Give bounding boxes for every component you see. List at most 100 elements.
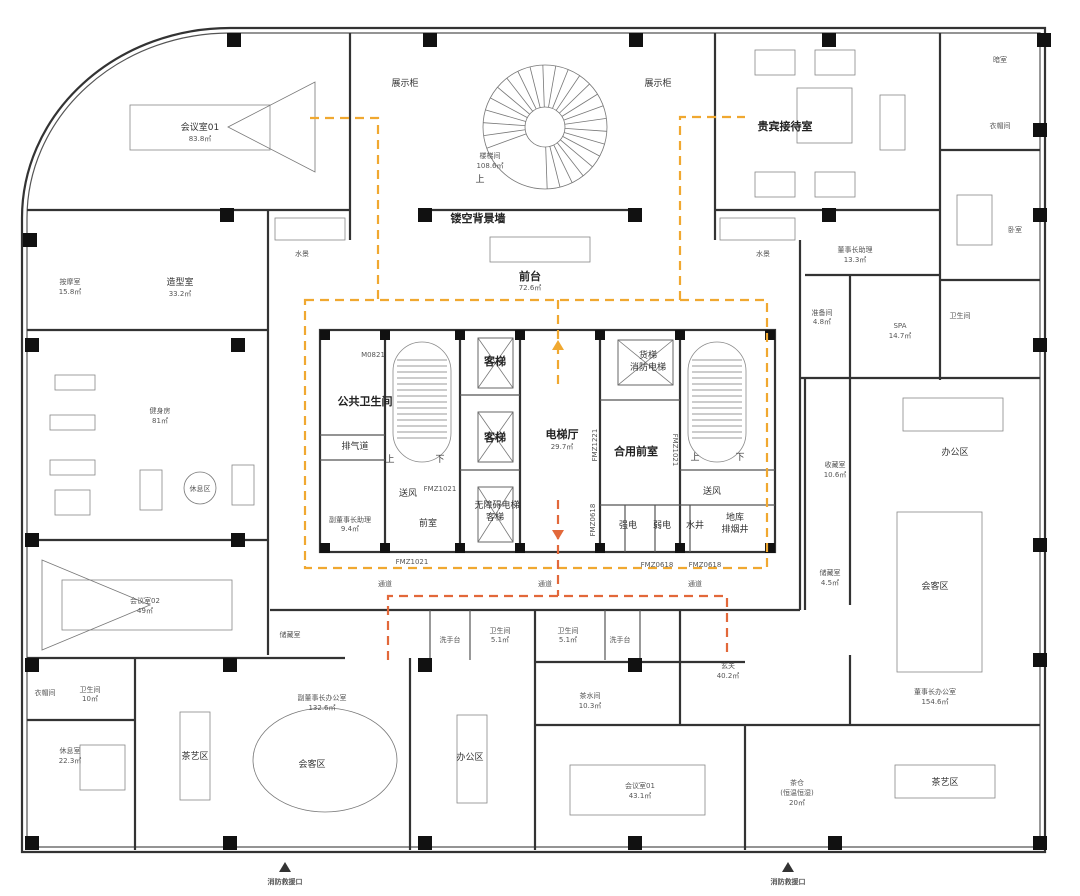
spiral-tread bbox=[490, 97, 528, 118]
room-area: 43.1㎡ bbox=[629, 792, 652, 800]
column bbox=[628, 836, 642, 850]
column bbox=[1033, 338, 1047, 352]
column bbox=[822, 33, 836, 47]
room-label: 展示柜 bbox=[391, 77, 418, 89]
core-label: 送风 bbox=[399, 487, 417, 499]
room-label: 储藏室 bbox=[280, 630, 301, 639]
column bbox=[220, 208, 234, 222]
spiral-staircase bbox=[482, 64, 608, 190]
room-label: 休息区 bbox=[190, 484, 211, 493]
corridor-label: 通道 bbox=[378, 579, 392, 588]
room-area: 10.6㎡ bbox=[824, 471, 847, 479]
column bbox=[1033, 538, 1047, 552]
room-area: 132.6㎡ bbox=[308, 704, 335, 712]
core-label: 送风 bbox=[703, 485, 721, 497]
column bbox=[418, 658, 432, 672]
spiral-tread bbox=[497, 86, 530, 115]
room-label: 洗手台 bbox=[610, 635, 631, 644]
column bbox=[628, 658, 642, 672]
spiral-tread bbox=[542, 65, 545, 108]
column bbox=[418, 836, 432, 850]
spiral-tread bbox=[549, 146, 561, 188]
core-area: 9.4㎡ bbox=[341, 525, 359, 533]
column bbox=[418, 208, 432, 222]
core-label: 强电 bbox=[619, 519, 637, 531]
spiral-tread bbox=[564, 132, 605, 145]
room-label: 衣帽间 bbox=[35, 688, 56, 697]
core-label: 水井 bbox=[686, 519, 704, 531]
column bbox=[25, 533, 39, 547]
core-label: 上 bbox=[385, 454, 394, 465]
furniture bbox=[41, 49, 1004, 816]
spiral-tread bbox=[561, 93, 598, 117]
column bbox=[25, 658, 39, 672]
room-label: 水景 bbox=[756, 249, 770, 258]
rescue-triangle-icon bbox=[279, 862, 291, 872]
door-code: FMZ1021 bbox=[396, 558, 429, 566]
corridor-label: 通道 bbox=[538, 579, 552, 588]
spiral-tread bbox=[483, 122, 526, 127]
column bbox=[320, 330, 330, 340]
room-label: 茶水间 bbox=[580, 691, 601, 700]
core-label: 公共卫生间 bbox=[338, 394, 393, 408]
stair-up-label: 上 bbox=[475, 174, 484, 185]
column bbox=[1033, 653, 1047, 667]
spiral-tread bbox=[545, 146, 548, 189]
room-label: 楼梯间 bbox=[480, 151, 501, 160]
door-code: FMZ1221 bbox=[591, 429, 599, 462]
room-area: 22.3㎡ bbox=[59, 757, 82, 765]
room-label: 准备间 bbox=[812, 308, 833, 317]
lift-label: 客梯 bbox=[483, 430, 506, 444]
room-label: 休息室 bbox=[60, 746, 81, 755]
room-area: 10㎡ bbox=[82, 695, 98, 703]
column bbox=[380, 543, 390, 553]
spiral-tread bbox=[560, 139, 593, 168]
door-code: FMZ0618 bbox=[641, 561, 674, 569]
room-label: 洗手台 bbox=[440, 635, 461, 644]
column bbox=[629, 33, 643, 47]
core-label: 副董事长助理 bbox=[329, 515, 371, 524]
room-label: 会客区 bbox=[298, 758, 325, 770]
spiral-tread bbox=[552, 69, 569, 109]
room-label: 卫生间 bbox=[490, 626, 511, 635]
column bbox=[822, 208, 836, 222]
column bbox=[675, 330, 685, 340]
room-area: 154.6㎡ bbox=[921, 698, 948, 706]
spiral-tread bbox=[548, 65, 557, 108]
core-label: 前室 bbox=[419, 517, 437, 529]
column bbox=[515, 543, 525, 553]
column bbox=[227, 33, 241, 47]
room-area: 4.8㎡ bbox=[813, 318, 831, 326]
column bbox=[423, 33, 437, 47]
room-label: 办公区 bbox=[456, 751, 483, 763]
column bbox=[223, 658, 237, 672]
core-label: 弱电 bbox=[653, 519, 671, 531]
room-area: 108.6㎡ bbox=[476, 162, 503, 170]
lift-label: 无障碍电梯 bbox=[474, 499, 519, 511]
room-area: 49㎡ bbox=[137, 607, 153, 615]
room-area: 33.2㎡ bbox=[169, 290, 192, 298]
interior-walls bbox=[27, 33, 1040, 850]
core-label: 排气道 bbox=[341, 440, 368, 452]
column bbox=[595, 543, 605, 553]
fire-rescue-openings: 消防救援口 消防救援口 bbox=[268, 862, 806, 886]
spiral-tread bbox=[553, 144, 573, 183]
room-label: 卫生间 bbox=[80, 685, 101, 694]
lift-label: 消防电梯 bbox=[630, 361, 666, 373]
column bbox=[25, 338, 39, 352]
spiral-tread bbox=[559, 83, 590, 114]
column bbox=[828, 836, 842, 850]
column bbox=[595, 330, 605, 340]
room-area: 40.2㎡ bbox=[717, 672, 740, 680]
spiral-tread bbox=[517, 71, 537, 110]
room-label: 展示柜 bbox=[644, 77, 671, 89]
room-label: 会议室01 bbox=[625, 781, 655, 790]
core-labels: M0821 公共卫生间 排气道 副董事长助理 9.4㎡ 送风 前室 FMZ102… bbox=[329, 349, 749, 588]
stairs bbox=[397, 359, 742, 439]
room-label: 储藏室 bbox=[820, 568, 841, 577]
room-area: 4.5㎡ bbox=[821, 579, 839, 587]
column bbox=[455, 330, 465, 340]
door-code: M0821 bbox=[361, 351, 385, 359]
room-label: SPA bbox=[893, 322, 906, 330]
core-label: 上 bbox=[690, 452, 699, 463]
